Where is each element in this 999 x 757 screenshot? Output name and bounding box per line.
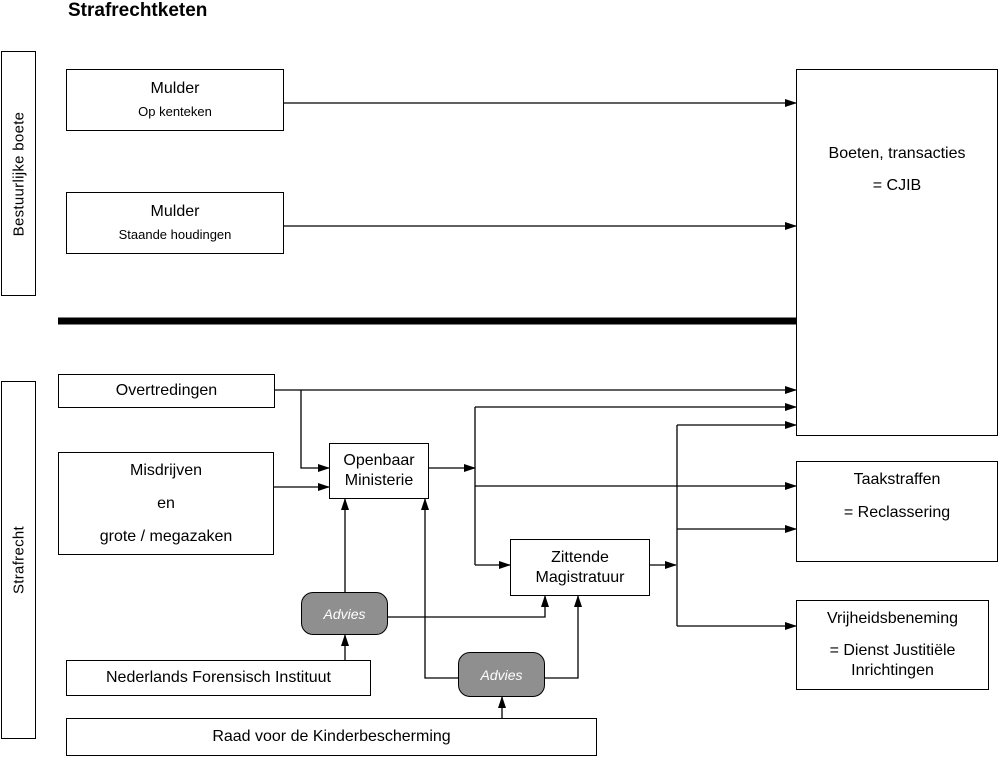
box-overtredingen: Overtredingen bbox=[58, 374, 275, 408]
box-line: grote / megazaken bbox=[99, 527, 233, 545]
box-raad-kinderbescherming: Raad voor de Kinderbescherming bbox=[66, 718, 597, 756]
box-subtitle: Op kenteken bbox=[138, 104, 212, 120]
advies-pill-nfi: Advies bbox=[301, 592, 388, 635]
box-line: Zittende bbox=[551, 548, 609, 566]
box-line: Misdrijven bbox=[129, 461, 202, 479]
box-subtitle: Staande houdingen bbox=[118, 227, 232, 243]
box-label: Nederlands Forensisch Instituut bbox=[106, 669, 331, 686]
box-line: Boeten, transacties bbox=[828, 145, 966, 162]
box-line: = CJIB bbox=[872, 177, 922, 194]
arrow-advies2-om bbox=[421, 498, 459, 679]
box-line: en bbox=[157, 494, 175, 512]
box-title: Mulder bbox=[150, 80, 200, 98]
box-line: Ministerie bbox=[344, 472, 414, 489]
advies-label: Advies bbox=[323, 605, 366, 622]
side-label-bestuurlijke-boete: Bestuurlijke boete bbox=[1, 51, 36, 296]
diagram-title: Strafrechtketen bbox=[68, 0, 208, 21]
box-zittende-magistratuur: Zittende Magistratuur bbox=[510, 539, 650, 596]
box-line: = Reclassering bbox=[843, 504, 951, 521]
box-line: Vrijheidsbeneming bbox=[826, 610, 959, 627]
box-misdrijven: Misdrijven en grote / megazaken bbox=[58, 452, 274, 555]
arrow-advies1-zm bbox=[387, 595, 549, 618]
box-label: Raad voor de Kinderbescherming bbox=[212, 728, 451, 745]
advies-label: Advies bbox=[480, 666, 523, 683]
box-vrijheidsbeneming: Vrijheidsbeneming = Dienst Justitiële In… bbox=[796, 600, 989, 690]
box-line: = Dienst Justitiële bbox=[829, 642, 956, 659]
box-openbaar-ministerie: Openbaar Ministerie bbox=[329, 443, 429, 499]
box-label: Overtredingen bbox=[115, 382, 218, 399]
box-title: Mulder bbox=[150, 203, 200, 221]
box-mulder-staande-houdingen: Mulder Staande houdingen bbox=[66, 192, 284, 254]
arrow-overtredingen-om bbox=[300, 390, 330, 472]
box-nfi: Nederlands Forensisch Instituut bbox=[66, 660, 371, 696]
box-line: Magistratuur bbox=[535, 568, 625, 586]
box-line: Taakstraffen bbox=[853, 471, 941, 488]
box-line: Inrichtingen bbox=[851, 662, 934, 679]
box-mulder-kenteken: Mulder Op kenteken bbox=[66, 69, 284, 131]
box-line: Openbaar bbox=[343, 452, 415, 469]
box-taakstraffen: Taakstraffen = Reclassering bbox=[796, 461, 998, 562]
advies-pill-raad: Advies bbox=[458, 652, 545, 697]
side-label-strafrecht: Strafrecht bbox=[1, 381, 36, 739]
arrow-advies2-zm bbox=[544, 595, 582, 679]
box-boeten-cjib: Boeten, transacties = CJIB bbox=[796, 69, 998, 436]
